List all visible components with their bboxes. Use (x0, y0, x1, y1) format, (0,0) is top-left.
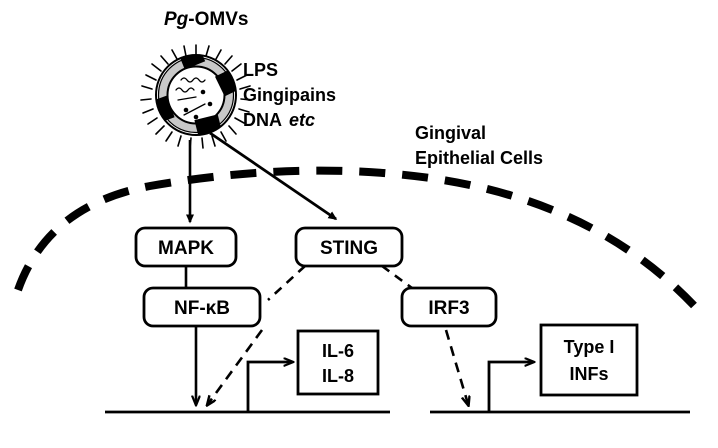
node-irf3[interactable]: IRF3 (400, 286, 498, 328)
cell-type-label: Gingival Epithelial Cells (415, 123, 543, 168)
node-nfkb-label: NF-κB (174, 298, 230, 319)
node-sting-label: STING (320, 238, 378, 259)
arrow-irf3-to-dna-dashed (444, 329, 468, 404)
arrow-sting-to-dna-dashed (208, 329, 264, 404)
il6-il8-box (296, 329, 380, 396)
connector-sting-to-nfkb-dashed (267, 265, 306, 301)
type1-infs-box (539, 323, 639, 397)
promoter-arrow-right (487, 362, 533, 412)
node-type1-label: Type I (564, 337, 615, 357)
node-mapk[interactable]: MAPK (134, 226, 238, 268)
arrow-omv-to-sting (209, 131, 338, 221)
cargo-legend: LPS Gingipains DNA etc (243, 60, 336, 130)
node-mapk-label: MAPK (158, 238, 214, 259)
legend-item-lps: LPS (243, 60, 278, 80)
figure-title: Pg-OMVs (164, 9, 248, 30)
node-type1-infs[interactable]: Type I INFs (539, 323, 639, 397)
legend-item-gingipains: Gingipains (243, 85, 336, 105)
legend-item-dna: DNA etc (243, 110, 315, 130)
legend-dna-label: DNA (243, 110, 282, 130)
connector-sting-to-irf3-dashed (381, 264, 413, 290)
cell-label-line1: Gingival (415, 123, 486, 143)
cell-membrane-arc (14, 166, 703, 315)
cell-label-line2: Epithelial Cells (415, 148, 543, 168)
node-infs-label: INFs (569, 364, 608, 384)
omv-vesicle (140, 44, 252, 149)
node-sting[interactable]: STING (294, 226, 404, 268)
node-il8-label: IL-8 (322, 366, 354, 386)
promoter-arrow-left (246, 362, 292, 412)
lps-spikes-icon (140, 44, 252, 149)
dna-cargo-icon (175, 77, 206, 116)
node-irf3-label: IRF3 (428, 298, 469, 319)
node-il6-label: IL-6 (322, 341, 354, 361)
legend-dna-suffix: etc (289, 110, 315, 130)
dna-dots-icon (183, 89, 213, 120)
figure-title-italic: Pg (164, 9, 189, 30)
node-il6-il8[interactable]: IL-6 IL-8 (296, 329, 380, 396)
figure-title-rest: -OMVs (188, 9, 248, 30)
node-nfkb[interactable]: NF-κB (142, 286, 262, 328)
